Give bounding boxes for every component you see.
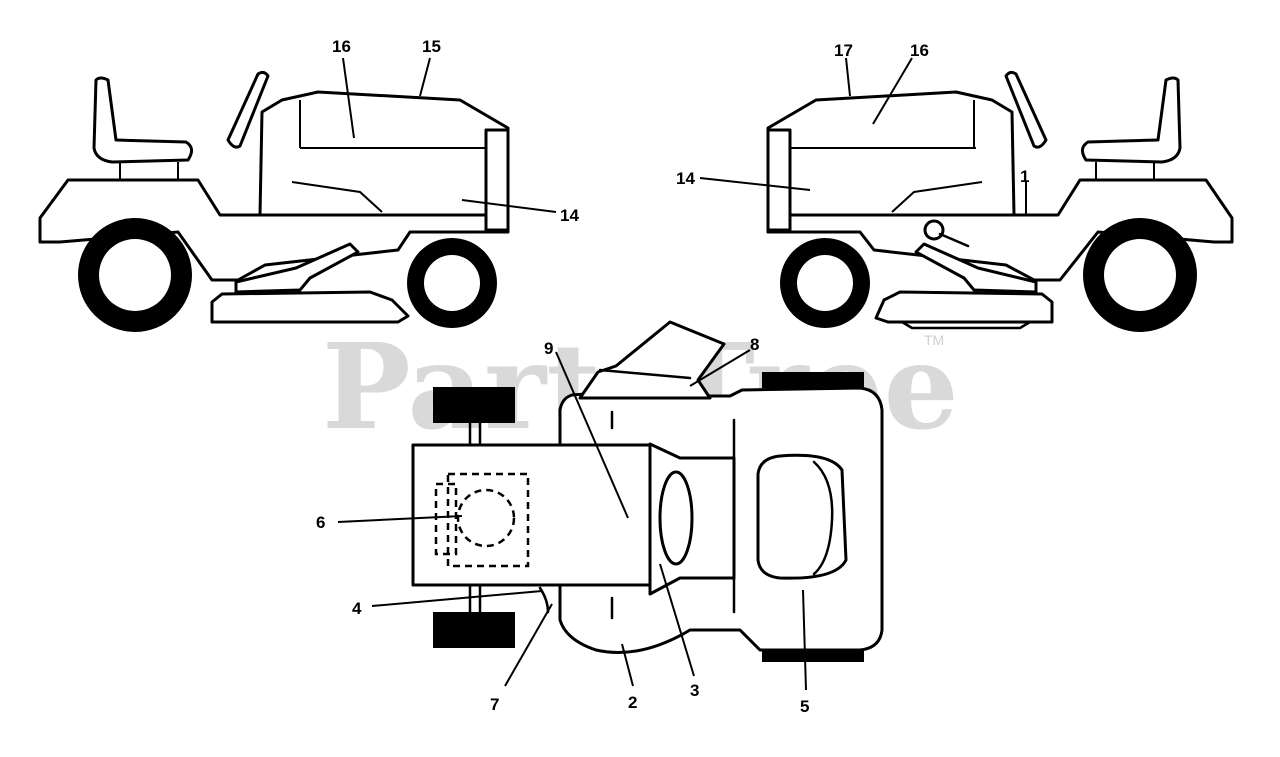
callout-top-3: 3 bbox=[690, 681, 699, 700]
left-steering-wheel bbox=[226, 70, 270, 149]
leader-right-14 bbox=[699, 177, 811, 191]
leader-top-6 bbox=[337, 515, 463, 523]
top-front-tire-upper bbox=[433, 387, 515, 423]
right-rear-rim bbox=[1104, 239, 1176, 311]
top-view bbox=[411, 320, 884, 662]
left-rear-rim bbox=[99, 239, 171, 311]
left-hood bbox=[258, 90, 510, 234]
left-side-view bbox=[38, 70, 510, 332]
callout-left-15: 15 bbox=[422, 37, 441, 56]
callout-left-16: 16 bbox=[332, 37, 351, 56]
right-hood bbox=[766, 90, 1016, 234]
callout-top-5: 5 bbox=[800, 697, 809, 716]
right-side-view bbox=[766, 70, 1234, 332]
callout-top-6: 6 bbox=[316, 513, 325, 532]
right-foot-pedal bbox=[914, 242, 1038, 294]
top-engine-outline-b bbox=[434, 482, 458, 556]
leader-top-3 bbox=[659, 563, 695, 677]
callout-top-8: 8 bbox=[750, 335, 759, 354]
top-hood bbox=[411, 443, 652, 587]
leader-top-9 bbox=[555, 351, 629, 519]
callout-left-14: 14 bbox=[560, 206, 579, 225]
callout-numbers: 16 15 14 17 16 14 1 9 8 6 4 7 2 3 5 bbox=[316, 37, 1029, 716]
left-grille bbox=[484, 128, 510, 232]
top-chute-seam bbox=[598, 368, 692, 380]
leader-left-15 bbox=[419, 57, 431, 97]
left-seat bbox=[92, 76, 193, 164]
leader-top-5 bbox=[802, 589, 807, 691]
callout-right-14: 14 bbox=[676, 169, 695, 188]
callout-top-9: 9 bbox=[544, 339, 553, 358]
top-steering-wheel bbox=[658, 470, 694, 566]
top-engine-outline bbox=[446, 472, 530, 568]
leader-left-16 bbox=[342, 57, 355, 139]
top-seat-back bbox=[812, 460, 834, 576]
right-lift-lever bbox=[938, 232, 970, 248]
leader-right-16 bbox=[872, 57, 913, 125]
right-front-rim bbox=[797, 255, 853, 311]
leader-top-8 bbox=[689, 349, 751, 387]
left-front-rim bbox=[424, 255, 480, 311]
leader-top-2 bbox=[621, 643, 634, 687]
top-seat bbox=[756, 453, 848, 580]
right-steering-wheel bbox=[1004, 70, 1048, 149]
right-grille bbox=[766, 128, 792, 232]
right-deck-skirt bbox=[900, 320, 1032, 330]
top-rear-tire-upper bbox=[762, 372, 864, 388]
leader-left-14 bbox=[461, 199, 557, 213]
callout-right-1: 1 bbox=[1020, 167, 1029, 186]
top-engine-cap bbox=[456, 488, 516, 548]
leader-lines bbox=[337, 57, 913, 691]
leader-right-17 bbox=[845, 57, 851, 97]
callout-right-16: 16 bbox=[910, 41, 929, 60]
watermark-trademark: TM bbox=[924, 332, 944, 348]
callout-top-7: 7 bbox=[490, 695, 499, 714]
right-mower-deck bbox=[874, 290, 1054, 324]
top-front-tire-lower bbox=[433, 612, 515, 648]
right-lift-lever-knob bbox=[923, 219, 945, 241]
callout-top-2: 2 bbox=[628, 693, 637, 712]
right-hood-side-line bbox=[891, 181, 983, 213]
callout-top-4: 4 bbox=[352, 599, 362, 618]
left-hood-side-line bbox=[291, 181, 383, 213]
left-foot-pedal bbox=[234, 242, 360, 294]
callout-right-17: 17 bbox=[834, 41, 853, 60]
leader-top-7 bbox=[504, 603, 553, 687]
right-seat bbox=[1081, 76, 1182, 164]
left-mower-deck bbox=[210, 290, 410, 324]
leader-top-4 bbox=[371, 590, 543, 607]
